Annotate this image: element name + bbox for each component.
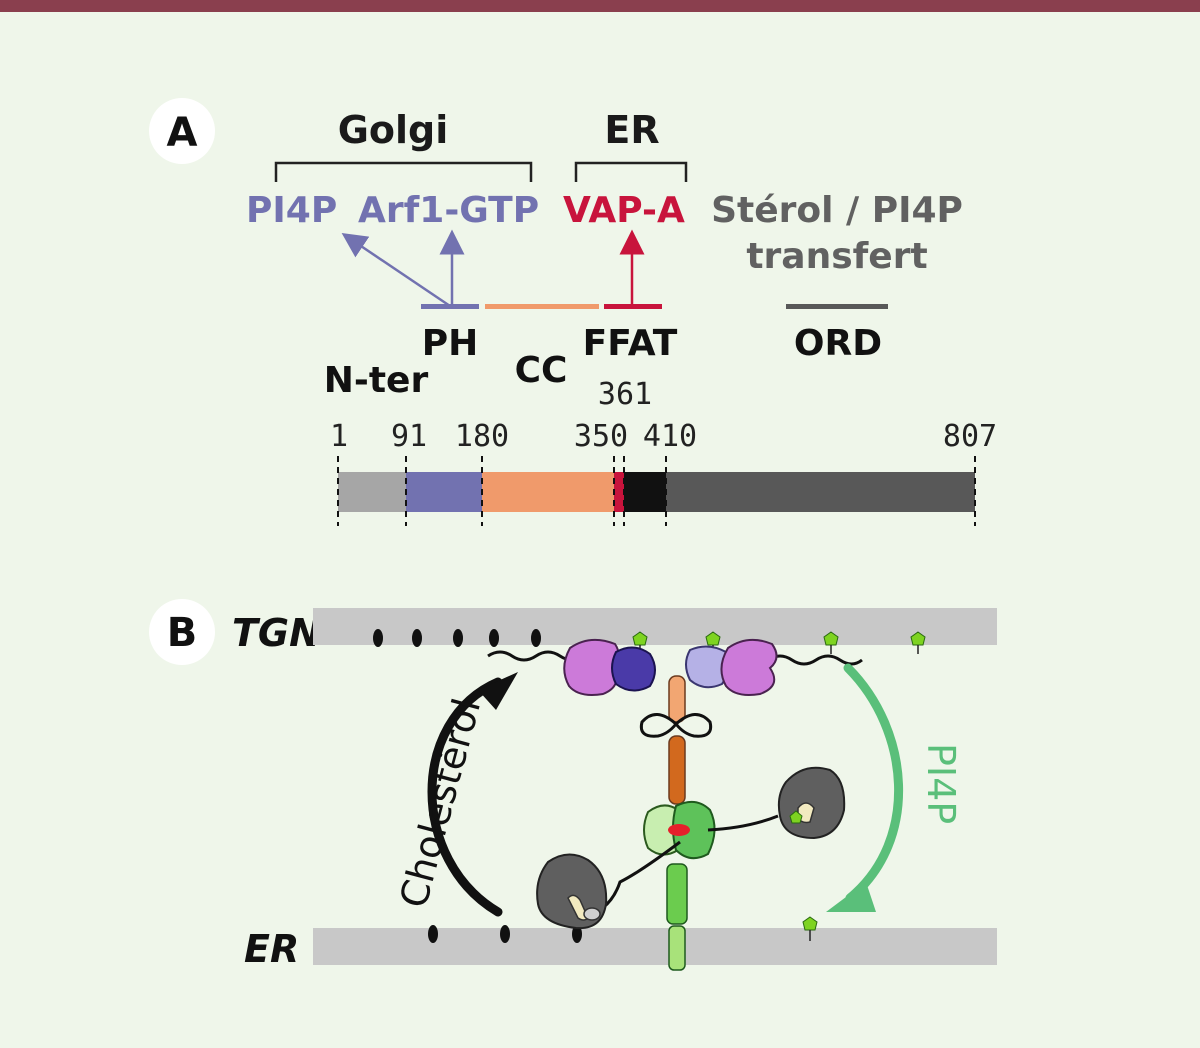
arf1-protein-right	[720, 638, 778, 696]
cc-bowtie-linker	[639, 713, 713, 738]
ph-domain-line	[421, 304, 479, 309]
vap-a-stalk	[666, 863, 688, 925]
ph-label: PH	[422, 323, 479, 364]
panel-b: B TGN ER	[149, 599, 997, 971]
top-accent-bar	[0, 0, 1200, 12]
golgi-header: Golgi	[338, 108, 449, 152]
pos-350: 350	[574, 419, 628, 454]
pos-180: 180	[455, 419, 509, 454]
golgi-bracket	[274, 161, 533, 182]
ffat-label: FFAT	[583, 323, 678, 364]
panel-a-badge-circle	[149, 98, 215, 164]
pos-807: 807	[943, 419, 997, 454]
vap-a-msp-right	[672, 800, 716, 860]
arf1-protein-left	[563, 638, 620, 696]
er-bracket	[574, 161, 688, 182]
pos-1: 1	[330, 419, 348, 454]
cholesterol-label: Cholestérol	[391, 694, 489, 913]
tgn-cholesterol-dots	[373, 629, 541, 647]
pos-361: 361	[598, 377, 652, 412]
ord-segment	[666, 472, 975, 512]
pi4p-arrow	[843, 663, 903, 903]
ffat-domain-line	[604, 304, 662, 309]
panel-a-badge: A	[167, 110, 198, 156]
pi4p-arrow-head	[826, 882, 876, 912]
panel-b-badge-circle	[149, 599, 215, 665]
transfer-label-line1: Stérol / PI4P	[711, 190, 963, 231]
pos-91: 91	[391, 419, 427, 454]
pi4p-flux-label: PI4P	[919, 743, 963, 824]
cc-label: CC	[515, 350, 568, 391]
nter-segment	[338, 472, 406, 512]
cc-stalk-upper	[668, 675, 686, 723]
ord-linker-right	[707, 814, 779, 832]
cholesterol-arrow-head	[478, 672, 518, 710]
tgn-pi4p-lipids	[632, 631, 926, 654]
panel-a: A Golgi ER PI4P Arf1-GTP VAP-A Stérol / …	[149, 98, 997, 526]
transfer-label-line2: transfert	[746, 236, 927, 277]
ffat-segment	[614, 472, 624, 512]
vap-a-tm-anchor	[668, 925, 686, 971]
ph-domain-left	[611, 646, 656, 692]
arf1-gtp-label: Arf1-GTP	[358, 190, 539, 231]
linker-segment	[624, 472, 666, 512]
cc-domain-line	[485, 304, 599, 309]
er-membrane-label: ER	[244, 927, 299, 971]
cc-segment	[482, 472, 614, 512]
er-header: ER	[604, 108, 659, 152]
er-pi4p-lipid	[802, 916, 818, 941]
tgn-membrane	[313, 608, 997, 645]
ffat-motif	[668, 824, 690, 836]
ph-domain-right	[685, 645, 730, 689]
ph-segment	[406, 472, 482, 512]
ord-domain-tgn	[777, 766, 846, 840]
pi4p-in-ord-tgn	[789, 810, 803, 824]
vap-a-label: VAP-A	[563, 190, 685, 231]
ph-to-pi4p-arrow	[341, 233, 451, 308]
panel-b-badge: B	[167, 610, 198, 656]
nter-label: N-ter	[324, 360, 429, 401]
er-membrane	[313, 928, 997, 965]
ord-label: ORD	[794, 323, 882, 364]
er-cholesterol-dots	[428, 925, 582, 943]
boundary-ticks	[337, 456, 976, 526]
tgn-label: TGN	[232, 611, 321, 655]
pos-410: 410	[643, 419, 697, 454]
cholesterol-arrow	[427, 677, 503, 917]
nter-strand-right	[767, 654, 863, 666]
pi4p-partner-label: PI4P	[246, 190, 337, 231]
ord-lid-er	[583, 907, 601, 921]
ord-domain-line	[786, 304, 888, 309]
cc-stalk-lower	[668, 735, 686, 805]
